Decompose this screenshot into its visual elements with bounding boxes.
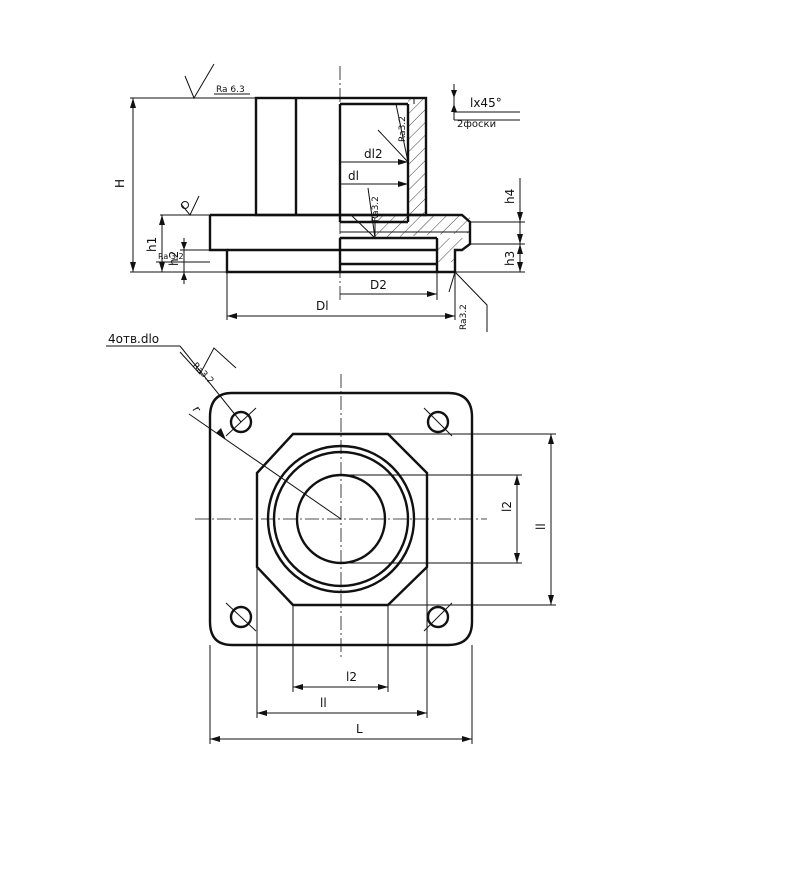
dimension-h3: h3 bbox=[455, 243, 525, 273]
hole-top-right bbox=[426, 410, 450, 434]
dim-h1-label: h1 bbox=[145, 237, 159, 252]
radius-dimension: r bbox=[188, 404, 342, 520]
dim-D1-label: Dl bbox=[316, 299, 329, 313]
dim-D2-label: D2 bbox=[370, 278, 387, 292]
dim-l1-vertical-label: ll bbox=[534, 523, 548, 530]
roughness-right-label: Ra3.2 bbox=[459, 304, 469, 330]
holes-note: 4отв.dlo Ra3.2 bbox=[106, 332, 242, 423]
octagon-outline bbox=[255, 432, 429, 607]
dimension-l1-horizontal: ll bbox=[256, 567, 428, 718]
top-view: 4отв.dlo Ra3.2 r ll l2 bbox=[106, 332, 556, 744]
roughness-flange-label: Ra 3.2 bbox=[158, 252, 184, 261]
hole-top-left bbox=[229, 410, 253, 434]
front-view: H h1 h2 h3 bbox=[113, 63, 525, 332]
roughness-holes-label: Ra3.2 bbox=[190, 361, 215, 386]
hole-bottom-right bbox=[426, 605, 450, 629]
dim-h3-label: h3 bbox=[503, 251, 517, 266]
roughness-inner: Ra3.2 bbox=[349, 187, 381, 240]
dim-d1-label: dl bbox=[348, 169, 359, 183]
dimension-D1: Dl bbox=[226, 272, 456, 320]
dimension-h2: h2 bbox=[167, 238, 210, 284]
roughness-top-label: Ra 6.3 bbox=[216, 85, 245, 95]
dim-r-label: r bbox=[189, 404, 204, 415]
roughness-inner-label: Ra3.2 bbox=[371, 196, 381, 222]
dim-h4-label: h4 bbox=[503, 189, 517, 204]
dim-H-label: H bbox=[113, 179, 127, 188]
dimension-l2-vertical: l2 bbox=[341, 474, 522, 564]
chamfer-count-label: 2фоски bbox=[457, 119, 496, 130]
dim-L-label: L bbox=[356, 722, 363, 736]
dimension-l1-vertical: ll bbox=[388, 433, 556, 606]
dimension-d1: dl bbox=[340, 169, 408, 187]
chamfer-note: lx45° 2фоски bbox=[451, 84, 520, 130]
chamfer-label: lx45° bbox=[470, 96, 502, 110]
roughness-flange: Ra 3.2 bbox=[156, 195, 210, 263]
hole-bottom-left bbox=[229, 605, 253, 629]
front-outline bbox=[208, 96, 472, 274]
roughness-bore: Ra3.2 bbox=[377, 103, 409, 164]
dimension-h4: h4 bbox=[470, 178, 525, 244]
dim-d2-label: dl2 bbox=[364, 147, 383, 161]
roughness-bore-label: Ra3.2 bbox=[398, 116, 408, 142]
dimension-L: L bbox=[209, 645, 473, 744]
roughness-top: Ra 6.3 bbox=[130, 63, 250, 100]
dimension-d2: dl2 bbox=[340, 147, 408, 165]
flange-outline bbox=[208, 391, 474, 647]
dim-l2-horizontal-label: l2 bbox=[346, 670, 357, 684]
mounting-holes bbox=[225, 407, 453, 632]
dimension-h1: h1 bbox=[145, 214, 210, 272]
holes-note-label: 4отв.dlo bbox=[108, 332, 159, 346]
dimension-D2: D2 bbox=[340, 272, 438, 300]
dim-l2-vertical-label: l2 bbox=[500, 501, 514, 512]
roughness-right: Ra3.2 bbox=[448, 271, 488, 332]
dim-l1-horizontal-label: ll bbox=[320, 696, 327, 710]
dimension-l2-horizontal: l2 bbox=[292, 605, 389, 692]
